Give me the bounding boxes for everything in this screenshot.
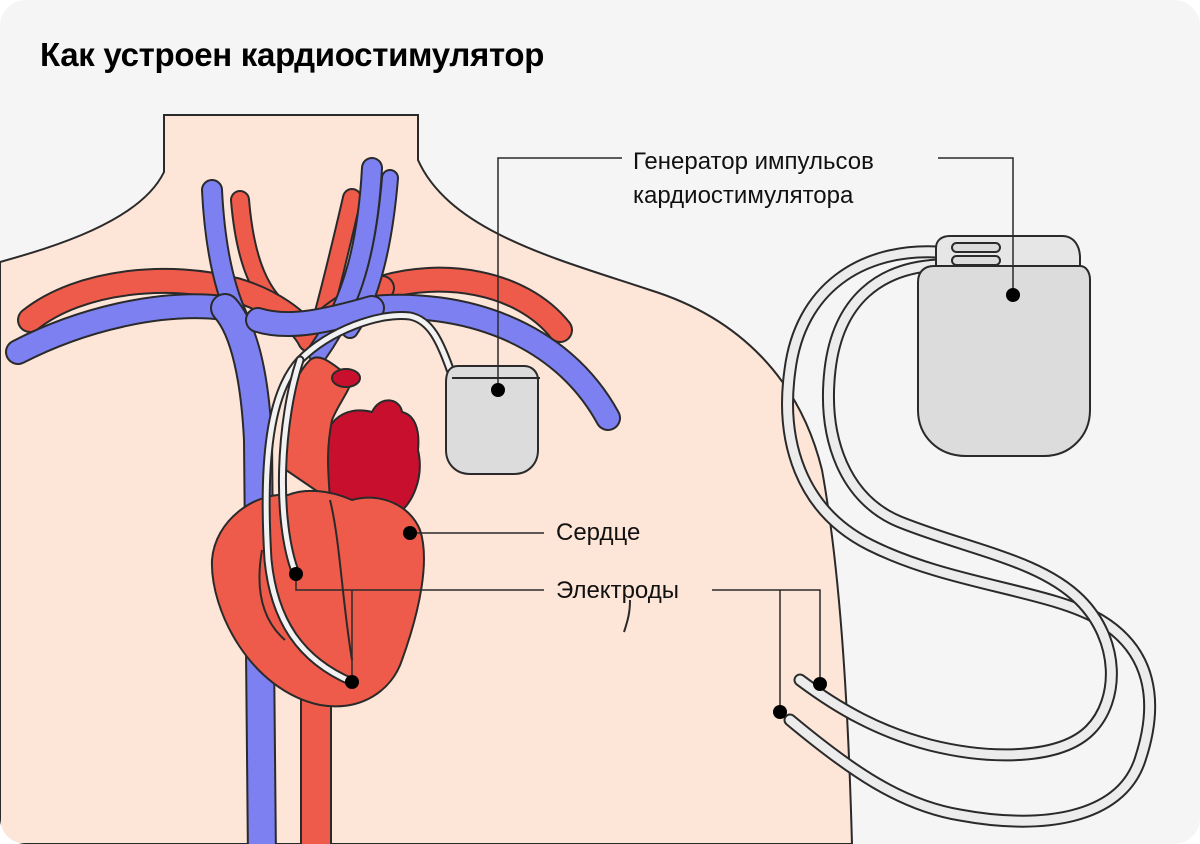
dot-external-electrode-1: [813, 677, 827, 691]
neck-outline: [163, 115, 419, 172]
body-silhouette: [0, 114, 854, 844]
dot-heart: [403, 526, 417, 540]
external-lead-wires: [781, 245, 1157, 828]
aorta-opening: [331, 368, 361, 388]
dot-electrode-ventricle: [345, 675, 359, 689]
dot-external-electrode-2: [773, 705, 787, 719]
implanted-device: [445, 365, 540, 475]
generator-label-line1: Генератор импульсов: [633, 148, 874, 175]
dot-external-device: [1006, 288, 1020, 302]
heart-atrium: [320, 399, 421, 513]
leader-lines: [295, 157, 1014, 712]
dot-electrode-atrium: [289, 567, 303, 581]
generator-label-line2: кардиостимулятора: [633, 182, 854, 209]
electrodes-label: Электроды: [556, 577, 679, 604]
device-slot-1: [951, 242, 1001, 253]
dot-implanted-device: [491, 383, 505, 397]
heart-label: Сердце: [556, 519, 641, 546]
pointer-dots: [289, 288, 1020, 719]
external-device: [917, 235, 1091, 457]
armpit-crease: [623, 599, 631, 633]
pacemaker-lead: [261, 310, 457, 687]
device-slot-2: [951, 255, 1001, 266]
generator-label: Генератор импульсов кардиостимулятора: [633, 145, 874, 213]
page-title: Как устроен кардиостимулятор: [40, 36, 545, 73]
